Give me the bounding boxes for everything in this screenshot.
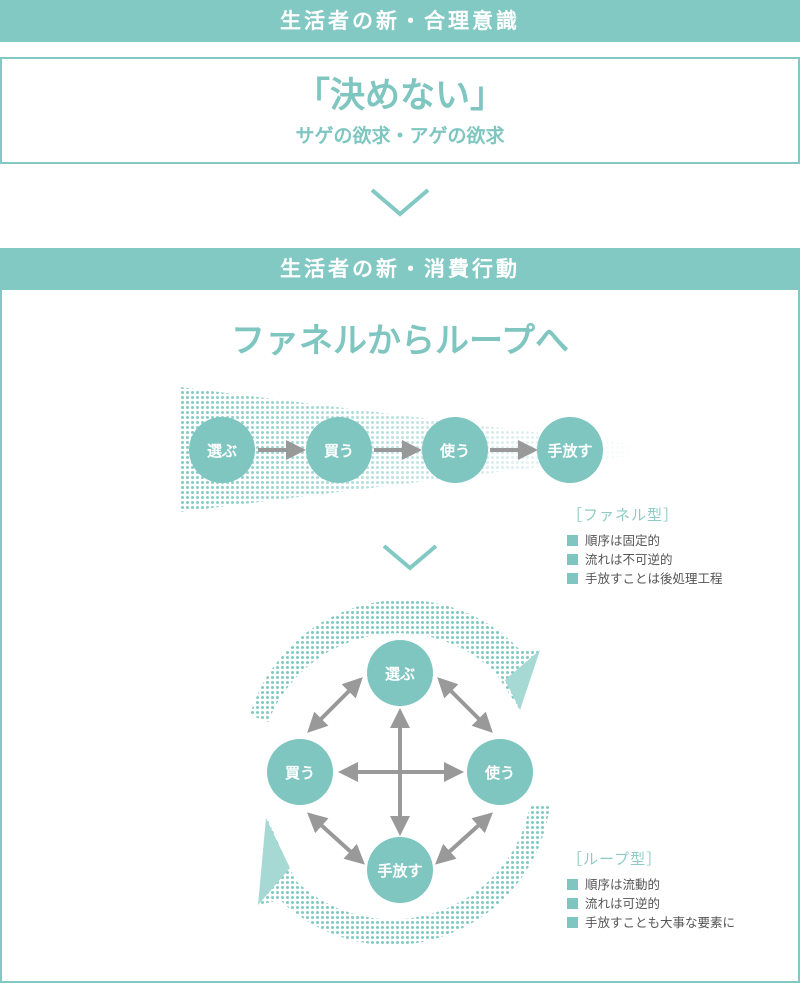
funnel-legend-title: ［ファネル型］ (567, 506, 680, 524)
mindset-box: 「決めない」 サゲの欲求・アゲの欲求 (0, 57, 800, 164)
funnel-legend: ［ファネル型］ 順序は固定的 流れは不可逆的 手放すことは後処理工程 (567, 506, 723, 588)
section-header-behavior: 生活者の新・消費行動 (0, 248, 800, 290)
chevron-down-icon (382, 544, 438, 571)
funnel-step-buy: 買う (306, 417, 372, 483)
funnel-step-use: 使う (422, 417, 488, 483)
loop-arrow (435, 812, 493, 865)
mindset-subtitle: サゲの欲求・アゲの欲求 (295, 125, 505, 147)
loop-legend: ［ループ型］ 順序は流動的 流れは可逆的 手放すことも大事な要素に (567, 850, 735, 932)
loop-node-choose: 選ぶ (367, 640, 433, 706)
loop-legend-title: ［ループ型］ (567, 850, 663, 868)
loop-arrow (307, 812, 365, 865)
legend-item: 手放すことは後処理工程 (567, 569, 723, 588)
legend-item: 順序は流動的 (567, 875, 735, 894)
legend-item: 流れは可逆的 (567, 894, 735, 913)
legend-item: 順序は固定的 (567, 531, 723, 550)
behavior-box (0, 290, 800, 983)
loop-cycle-arrows (250, 599, 550, 946)
behavior-title: ファネルからループへ (231, 321, 569, 361)
funnel-step-choose: 選ぶ (189, 417, 255, 483)
legend-item: 手放すことも大事な要素に (567, 913, 735, 932)
legend-item: 流れは不可逆的 (567, 550, 723, 569)
funnel-step-let-go: 手放す (537, 417, 603, 483)
loop-node-use: 使う (467, 739, 533, 805)
mindset-title: 「決めない」 (294, 76, 505, 116)
loop-node-let-go: 手放す (367, 837, 433, 903)
loop-arrow (307, 677, 363, 733)
loop-arrow (437, 677, 493, 733)
section-header-mindset: 生活者の新・合理意識 (0, 0, 800, 42)
loop-node-buy: 買う (267, 739, 333, 805)
chevron-down-icon (370, 188, 430, 217)
